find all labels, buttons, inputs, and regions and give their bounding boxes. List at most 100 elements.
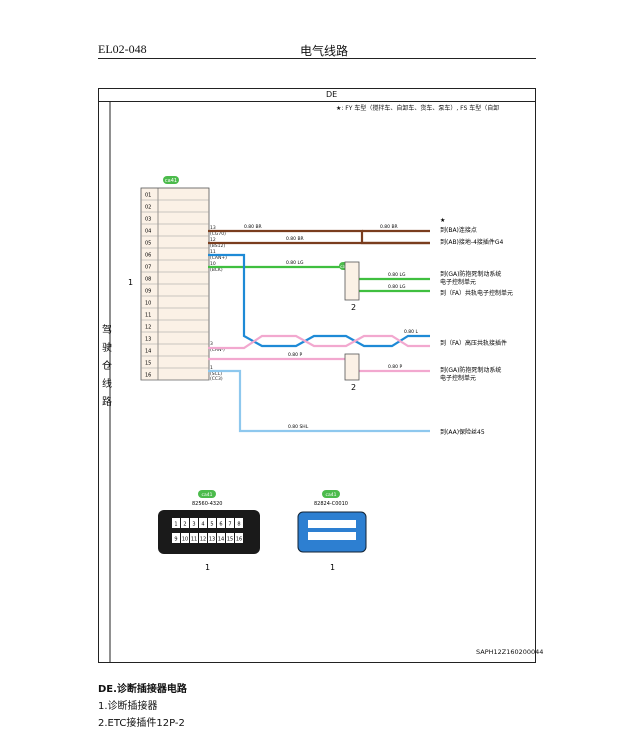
connector-badge: ca41 bbox=[163, 176, 179, 184]
connector-pin bbox=[226, 518, 234, 528]
connector-pin bbox=[208, 533, 216, 543]
wire-label: 0.80 P bbox=[288, 352, 302, 358]
pin-number: 14 bbox=[145, 349, 151, 355]
svg-text:ca41: ca41 bbox=[202, 492, 213, 498]
connector-pin bbox=[190, 533, 198, 543]
can-high-wire bbox=[208, 253, 430, 348]
pin-tag-sig: (CAN+) bbox=[210, 255, 227, 261]
description-item: 2.ETC接插件12P-2 bbox=[98, 718, 185, 729]
destination-label: 到(AA)保险丝45 bbox=[440, 428, 485, 436]
pin-tag-n: 3 bbox=[210, 341, 213, 347]
splice-ca614: ca614 2 bbox=[339, 261, 360, 312]
image-code: SAPH12Z160200044 bbox=[476, 648, 544, 656]
connector-pin bbox=[172, 533, 180, 543]
connector-pin-number: 5 bbox=[210, 522, 213, 528]
destination-label: 电子控制单元 bbox=[440, 278, 476, 286]
pin-number: 07 bbox=[145, 265, 151, 271]
connector-pin bbox=[199, 533, 207, 543]
connector-pin bbox=[181, 518, 189, 528]
wire-label: 0.80 LG bbox=[388, 272, 406, 278]
wire-label: 0.80 LG bbox=[388, 284, 406, 290]
connector-pin-number: 8 bbox=[237, 522, 240, 528]
pin-number: 11 bbox=[145, 313, 151, 319]
destination-label: 到（FA）高压共轨接插件 bbox=[440, 339, 507, 347]
destination-mark: ★ bbox=[440, 217, 445, 224]
pin-tag-sig: (CAN-) bbox=[210, 347, 225, 353]
connector-pin-number: 11 bbox=[191, 537, 197, 543]
connector-pin-number: 12 bbox=[200, 537, 206, 543]
diagram-frame bbox=[98, 88, 536, 663]
wire-label: 0.80 L bbox=[404, 329, 418, 335]
pin-number: 10 bbox=[145, 301, 151, 307]
connector-pin-number: 14 bbox=[218, 537, 224, 543]
connector-pin bbox=[172, 518, 180, 528]
page-header-code: EL02-048 bbox=[98, 42, 147, 56]
vehicle-note: ★: FY 车型（搅拌车、自卸车、货车、泵车）, FS 车型（自卸 bbox=[336, 105, 500, 112]
connector-pin-number: 9 bbox=[174, 537, 177, 543]
pin-tag-n: 12 bbox=[210, 237, 216, 243]
connector-pin bbox=[190, 518, 198, 528]
connector-pin-number: 10 bbox=[182, 537, 188, 543]
pin-number: 13 bbox=[145, 337, 151, 343]
pin-tag-n: 13 bbox=[210, 225, 216, 231]
connector-pin bbox=[235, 518, 243, 528]
pin-number: 03 bbox=[145, 217, 151, 223]
pin-number: 12 bbox=[145, 325, 151, 331]
wire-label: 0.80 P bbox=[388, 364, 402, 370]
splice-ca613: 2 bbox=[344, 353, 360, 392]
connector-pin bbox=[235, 533, 243, 543]
connector-pin-number: 1 bbox=[174, 522, 177, 528]
pin-number: 15 bbox=[145, 361, 151, 367]
pin-tag-sig: (CG70) bbox=[210, 231, 226, 237]
connector-pin-number: 13 bbox=[209, 537, 215, 543]
wire-label: 0.80 BR bbox=[380, 224, 398, 230]
header-rule bbox=[98, 58, 536, 59]
green-wires bbox=[208, 265, 430, 293]
pin-number: 01 bbox=[145, 193, 151, 199]
pin-tag-n: 10 bbox=[210, 261, 216, 267]
wire-label: 0.80 BR bbox=[244, 224, 262, 230]
shield-wire bbox=[208, 369, 430, 433]
destination-label: 电子控制单元 bbox=[440, 374, 476, 382]
svg-text:ca41: ca41 bbox=[326, 492, 337, 498]
connector-pin bbox=[226, 533, 234, 543]
pin-number: 06 bbox=[145, 253, 151, 259]
connector-pin-number: 4 bbox=[201, 522, 204, 528]
destination-label: 到(AB)接地-4接插件G4 bbox=[440, 238, 504, 246]
connector-pin bbox=[217, 518, 225, 528]
pin-number: 04 bbox=[145, 229, 151, 235]
svg-text:ca41: ca41 bbox=[165, 178, 177, 184]
connector-pin-number: 16 bbox=[236, 537, 242, 543]
pin-number: 09 bbox=[145, 289, 151, 295]
connector-pin bbox=[181, 533, 189, 543]
connector-number: 1 bbox=[128, 278, 133, 287]
side-label: 驾 驶 仓 线 路 bbox=[102, 325, 112, 408]
pin-tag-n: 11 bbox=[210, 249, 216, 255]
wire-label: 0.80 SHL bbox=[288, 424, 309, 430]
connector-pin-number: 6 bbox=[219, 522, 222, 528]
connector-pin bbox=[217, 533, 225, 543]
section-label: DE bbox=[326, 90, 338, 99]
page-header-title: 电气线路 bbox=[300, 44, 349, 58]
svg-text:1: 1 bbox=[205, 563, 210, 572]
connector-pin-number: 7 bbox=[228, 522, 231, 528]
svg-text:2: 2 bbox=[351, 383, 356, 392]
description-item: 1.诊断插接器 bbox=[98, 701, 158, 712]
connector-pin bbox=[199, 518, 207, 528]
svg-text:82560-4320: 82560-4320 bbox=[192, 501, 222, 507]
connector-pin bbox=[208, 518, 216, 528]
can-low-wire bbox=[208, 334, 430, 350]
pin-tag-sig: (SCL) bbox=[210, 371, 222, 377]
destination-label: 到（FA）共轨电子控制单元 bbox=[440, 289, 513, 297]
svg-text:1: 1 bbox=[330, 563, 335, 572]
destination-label: 到(BA)连接点 bbox=[440, 226, 477, 234]
destination-label: 到(GA)防抱死制动系统 bbox=[440, 270, 501, 278]
description-title: DE.诊断插接器电路 bbox=[98, 684, 187, 695]
svg-text:2: 2 bbox=[351, 303, 356, 312]
brown-wires bbox=[208, 229, 430, 245]
pin-tag-sig: (CC3) bbox=[210, 376, 223, 382]
pin-number: 02 bbox=[145, 205, 151, 211]
bottom-connector-2: ca41 82824-C0010 1 bbox=[297, 490, 367, 572]
